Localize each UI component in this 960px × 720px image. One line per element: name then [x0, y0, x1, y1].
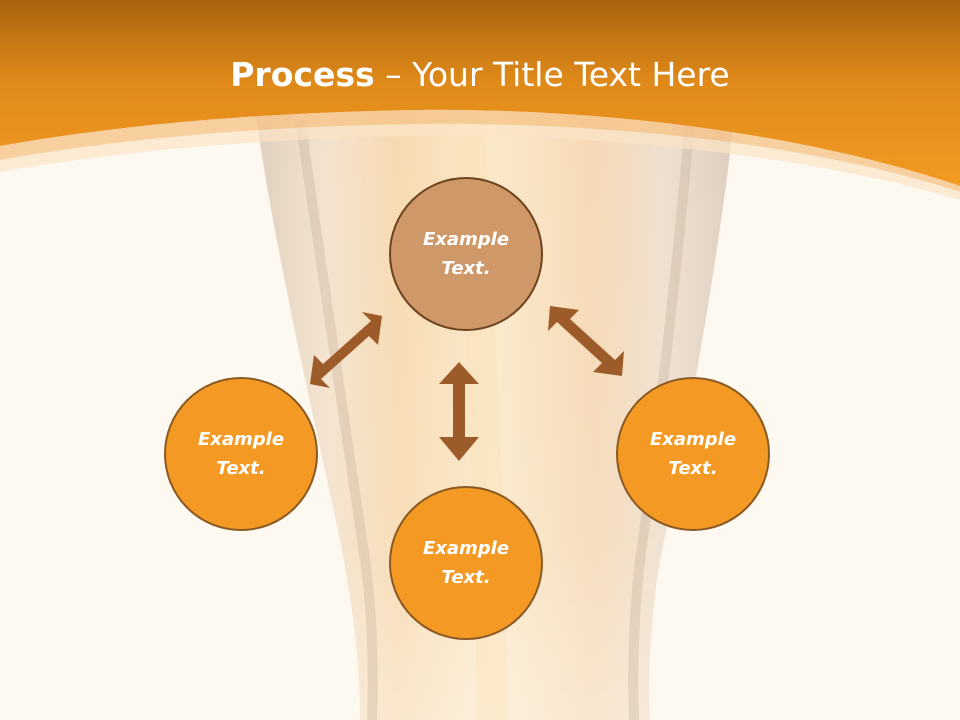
- node-right-label: Example Text.: [649, 429, 737, 479]
- header-band: [0, 0, 960, 200]
- title-dash: –: [374, 55, 413, 94]
- title-light: Your Title Text Here: [412, 55, 730, 94]
- node-top-label: Example Text.: [422, 229, 510, 279]
- slide-title: Process – Your Title Text Here: [0, 52, 960, 98]
- node-bottom-label: Example Text.: [422, 538, 510, 588]
- node-bottom: Example Text.: [389, 486, 543, 640]
- node-top: Example Text.: [389, 177, 543, 331]
- node-left: Example Text.: [164, 377, 318, 531]
- title-strong: Process: [230, 55, 375, 94]
- node-right: Example Text.: [616, 377, 770, 531]
- node-left-label: Example Text.: [197, 429, 285, 479]
